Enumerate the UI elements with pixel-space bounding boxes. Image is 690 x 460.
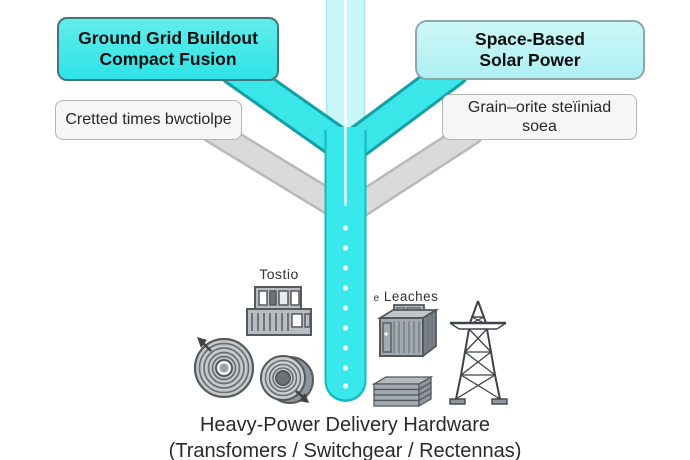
note-right: Grain–orite steïiniad soea	[442, 94, 637, 140]
main-trunk	[326, 127, 365, 400]
cabinet-label: e Leaches	[362, 289, 450, 304]
note-text: Grain–orite steïiniad	[467, 99, 612, 116]
cabinet-label-text: Leaches	[383, 289, 439, 304]
note-left: Cretted times bwctiolpe	[55, 100, 242, 140]
substation-icon	[246, 286, 312, 336]
switchgear-cabinet-icon	[376, 304, 440, 358]
cabinet-label-prefix: e	[373, 293, 380, 304]
caption-title: Heavy-Power Delivery Hardware	[199, 414, 491, 436]
coil-small-icon	[260, 355, 314, 404]
node-ground-grid-buildout: Ground Grid Buildout Compact Fusion	[57, 17, 279, 81]
node-title-line: Solar Power	[479, 50, 581, 70]
note-text: Cretted times bwctiolpe	[65, 111, 232, 128]
gray-band-right	[338, 120, 484, 224]
node-title-line: Compact Fusion	[99, 49, 237, 69]
node-title-line: Space-Based	[475, 29, 585, 49]
gray-band-left	[200, 118, 354, 222]
trunk-flow-marks	[342, 0, 349, 389]
node-space-based-solar: Space-Based Solar Power	[415, 20, 645, 80]
note-text: soea	[522, 118, 557, 135]
node-title-line: Ground Grid Buildout	[78, 28, 258, 48]
plate-stack-icon	[371, 375, 434, 408]
substation-label: Tostio	[259, 266, 299, 282]
transmission-tower-icon	[449, 300, 508, 405]
coil-large-icon	[193, 337, 255, 399]
caption-subtitle: (Transfomers / Switchgear / Rectennas)	[168, 440, 522, 460]
